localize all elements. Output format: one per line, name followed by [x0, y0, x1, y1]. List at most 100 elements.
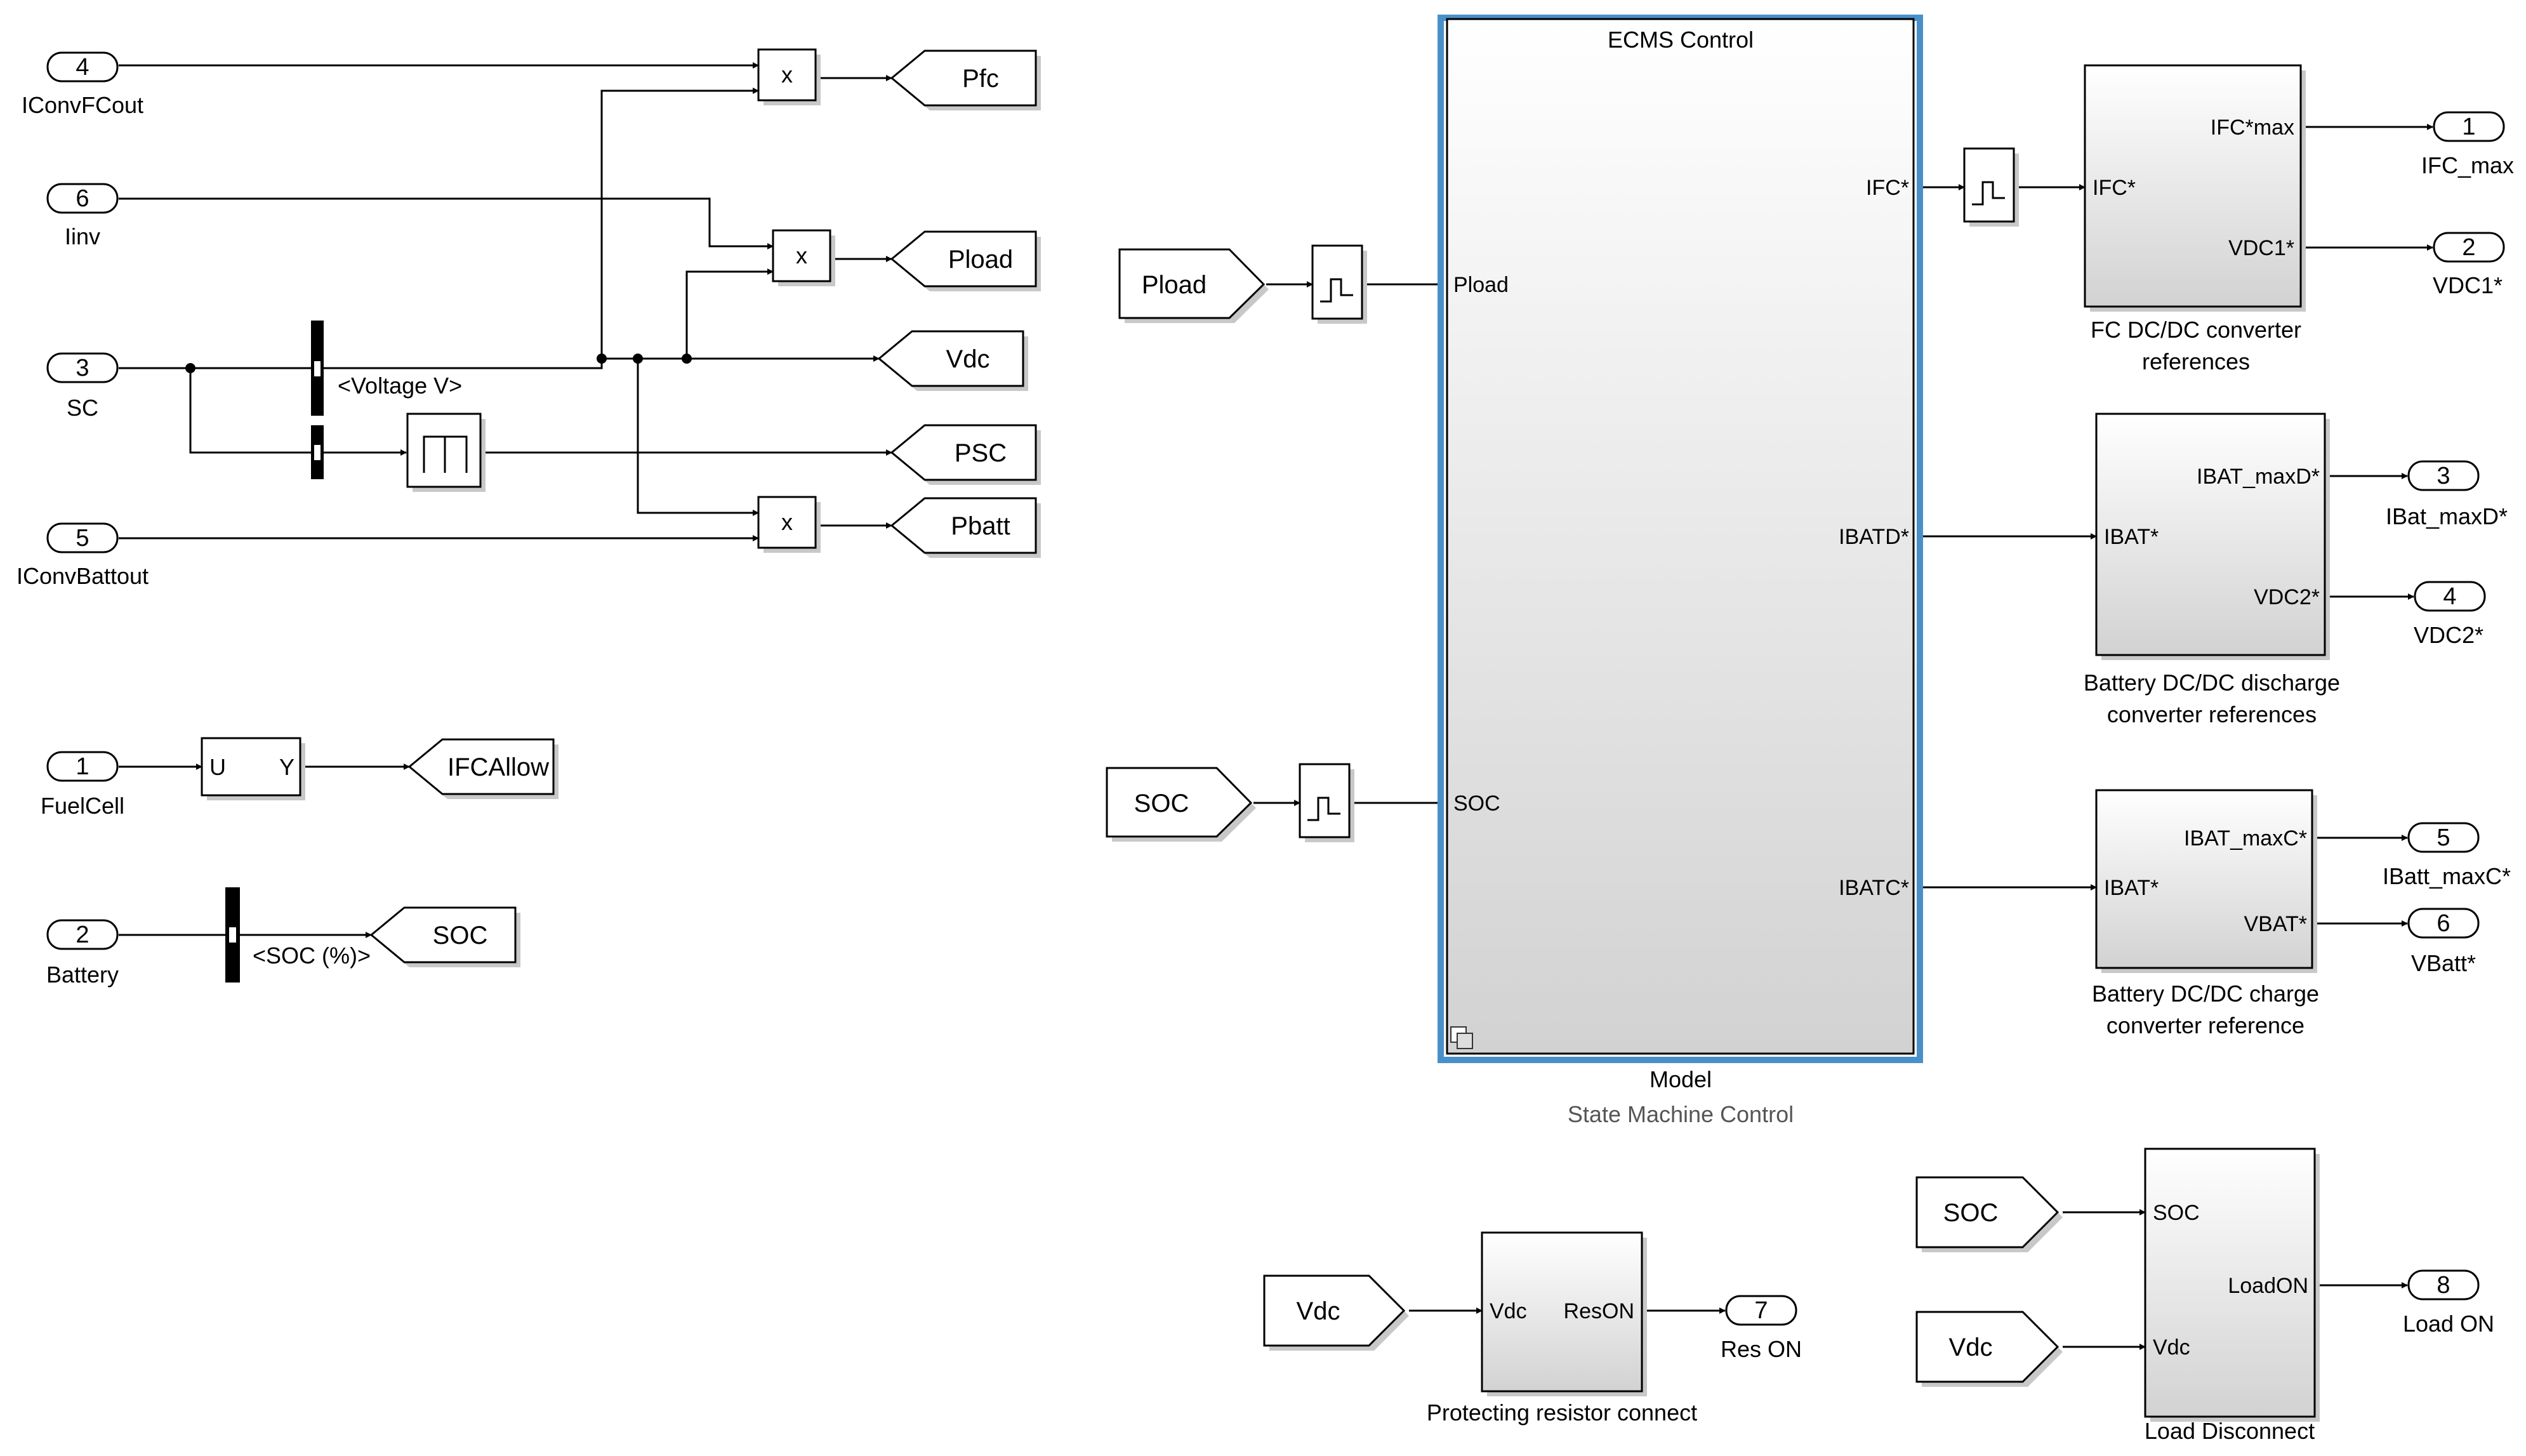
- outport-label: IBat_maxD*: [2386, 503, 2508, 529]
- goto-soc[interactable]: SOC: [369, 906, 520, 967]
- goto-vdc[interactable]: Vdc: [877, 330, 1028, 391]
- goto-psc[interactable]: PSC: [890, 424, 1041, 485]
- outport-number: 4: [2443, 583, 2456, 610]
- outport-8[interactable]: 8 Load ON: [2403, 1269, 2494, 1337]
- inport-number: 3: [76, 355, 89, 381]
- load-disconnect-caption: Load Disconnect: [2145, 1418, 2315, 1444]
- port-u: U: [209, 754, 226, 780]
- junction-dot: [682, 354, 692, 364]
- product-block-pbatt[interactable]: x: [757, 496, 821, 553]
- signal-lines: [119, 62, 2433, 1350]
- outport-label: VBatt*: [2411, 950, 2476, 976]
- ecms-in-soc: SOC: [1453, 791, 1500, 816]
- goto-label: Pfc: [962, 65, 999, 93]
- port-out: IBAT_maxC*: [2184, 826, 2307, 850]
- inport-6[interactable]: 6 Iinv: [46, 183, 119, 249]
- inport-number: 1: [76, 753, 89, 780]
- batt-charge-caption: Battery DC/DC charge: [2092, 981, 2319, 1007]
- inport-number: 6: [76, 185, 89, 212]
- bus-selector-soc[interactable]: <SOC (%)>: [225, 887, 371, 983]
- from-label: Vdc: [1297, 1297, 1340, 1325]
- model-reference-icon: [1450, 1026, 1473, 1049]
- battery-charge-references-block[interactable]: IBAT* IBAT_maxC* VBAT*: [2095, 789, 2317, 973]
- ecms-title: ECMS Control: [1608, 27, 1754, 53]
- zoh-block-ifc[interactable]: [1963, 147, 2019, 227]
- inport-1[interactable]: 1 FuelCell: [41, 751, 124, 819]
- ecms-in-pload: Pload: [1453, 273, 1509, 297]
- outport-2[interactable]: 2 VDC1*: [2433, 232, 2505, 298]
- inport-4[interactable]: 4 IConvFCout: [22, 51, 143, 118]
- fuelcell-uy-block[interactable]: U Y: [201, 737, 305, 800]
- port-in: Vdc: [2153, 1335, 2190, 1360]
- load-disconnect-block[interactable]: SOC Vdc LoadON: [2144, 1148, 2320, 1422]
- outport-3[interactable]: 3 IBat_maxD*: [2386, 460, 2508, 529]
- outport-number: 5: [2437, 824, 2450, 851]
- ecms-out-ibatc: IBATC*: [1839, 876, 1909, 900]
- goto-pload[interactable]: Pload: [890, 230, 1041, 291]
- product-block-pfc[interactable]: x: [757, 48, 821, 105]
- port-in: IBAT*: [2104, 525, 2159, 549]
- product-block-pload[interactable]: x: [772, 229, 835, 286]
- goto-label: Pbatt: [951, 512, 1010, 540]
- outport-6[interactable]: 6 VBatt*: [2407, 908, 2480, 976]
- from-vdc-protect[interactable]: Vdc: [1263, 1274, 1409, 1351]
- outport-7[interactable]: 7 Res ON: [1721, 1295, 1802, 1362]
- inport-number: 4: [76, 54, 89, 81]
- batt-charge-caption: converter reference: [2106, 1012, 2304, 1038]
- from-label: SOC: [1943, 1199, 1999, 1227]
- port-out: VDC2*: [2254, 585, 2320, 609]
- port-y: Y: [279, 754, 294, 780]
- inport-5[interactable]: 5 IConvBattout: [17, 522, 149, 589]
- outport-number: 1: [2462, 114, 2475, 140]
- protecting-resistor-block[interactable]: Vdc ResON: [1481, 1231, 1647, 1396]
- outport-label: Res ON: [1721, 1336, 1802, 1362]
- ecms-caption: Model: [1650, 1066, 1712, 1092]
- from-label: SOC: [1134, 790, 1189, 817]
- bus-selector-voltage[interactable]: <Voltage V>: [311, 321, 462, 416]
- outport-label: VDC1*: [2433, 272, 2503, 298]
- power-subsystem-block[interactable]: [406, 413, 486, 492]
- outport-4[interactable]: 4 VDC2*: [2414, 581, 2486, 648]
- inport-3[interactable]: 3 SC: [46, 352, 119, 421]
- port-out: IFC*max: [2211, 116, 2294, 140]
- outport-label: IFC_max: [2421, 152, 2514, 178]
- outport-label: VDC2*: [2414, 622, 2483, 648]
- from-pload[interactable]: Pload: [1118, 248, 1269, 323]
- zoh-block-soc[interactable]: [1299, 763, 1354, 842]
- goto-ifcallow[interactable]: IFCAllow: [407, 738, 559, 799]
- bus-signal-label: <Voltage V>: [338, 373, 462, 399]
- goto-pbatt[interactable]: Pbatt: [890, 497, 1041, 558]
- goto-label: PSC: [955, 439, 1007, 467]
- zoh-icon: [1320, 278, 1353, 303]
- inport-2[interactable]: 2 Battery: [46, 919, 119, 988]
- bus-selector-psc[interactable]: [311, 425, 324, 479]
- zoh-block-pload[interactable]: [1311, 244, 1367, 324]
- junction-dot: [597, 354, 607, 364]
- from-soc-load[interactable]: SOC: [1915, 1176, 2063, 1252]
- from-vdc-load[interactable]: Vdc: [1915, 1311, 2063, 1387]
- port-out: VBAT*: [2244, 912, 2307, 936]
- ecms-subcaption: State Machine Control: [1568, 1101, 1794, 1127]
- junction-dot: [185, 363, 195, 373]
- fc-dcdc-references-block[interactable]: IFC* IFC*max VDC1*: [2084, 64, 2306, 312]
- goto-pfc[interactable]: Pfc: [890, 50, 1041, 110]
- product-symbol: x: [781, 509, 793, 535]
- goto-label: Pload: [948, 246, 1013, 274]
- outport-5[interactable]: 5 IBatt_maxC*: [2383, 822, 2511, 889]
- inport-label: SC: [67, 395, 98, 421]
- fc-dcdc-caption: references: [2142, 348, 2250, 374]
- product-symbol: x: [796, 242, 807, 268]
- inport-number: 2: [76, 922, 89, 948]
- outport-number: 2: [2462, 234, 2475, 261]
- inport-label: Battery: [46, 962, 119, 988]
- port-in: IFC*: [2093, 176, 2136, 200]
- battery-discharge-references-block[interactable]: IBAT* IBAT_maxD* VDC2*: [2095, 413, 2330, 660]
- goto-label: IFCAllow: [447, 753, 549, 781]
- ecms-control-block[interactable]: ECMS Control Pload SOC IFC* IBATD* IBATC…: [1438, 15, 1923, 1063]
- from-soc[interactable]: SOC: [1106, 767, 1256, 842]
- outport-1[interactable]: 1 IFC_max: [2421, 111, 2514, 178]
- port-in: SOC: [2153, 1201, 2200, 1225]
- port-out: ResON: [1564, 1299, 1634, 1323]
- batt-discharge-caption: Battery DC/DC discharge: [2084, 670, 2340, 696]
- inport-label: FuelCell: [41, 793, 124, 819]
